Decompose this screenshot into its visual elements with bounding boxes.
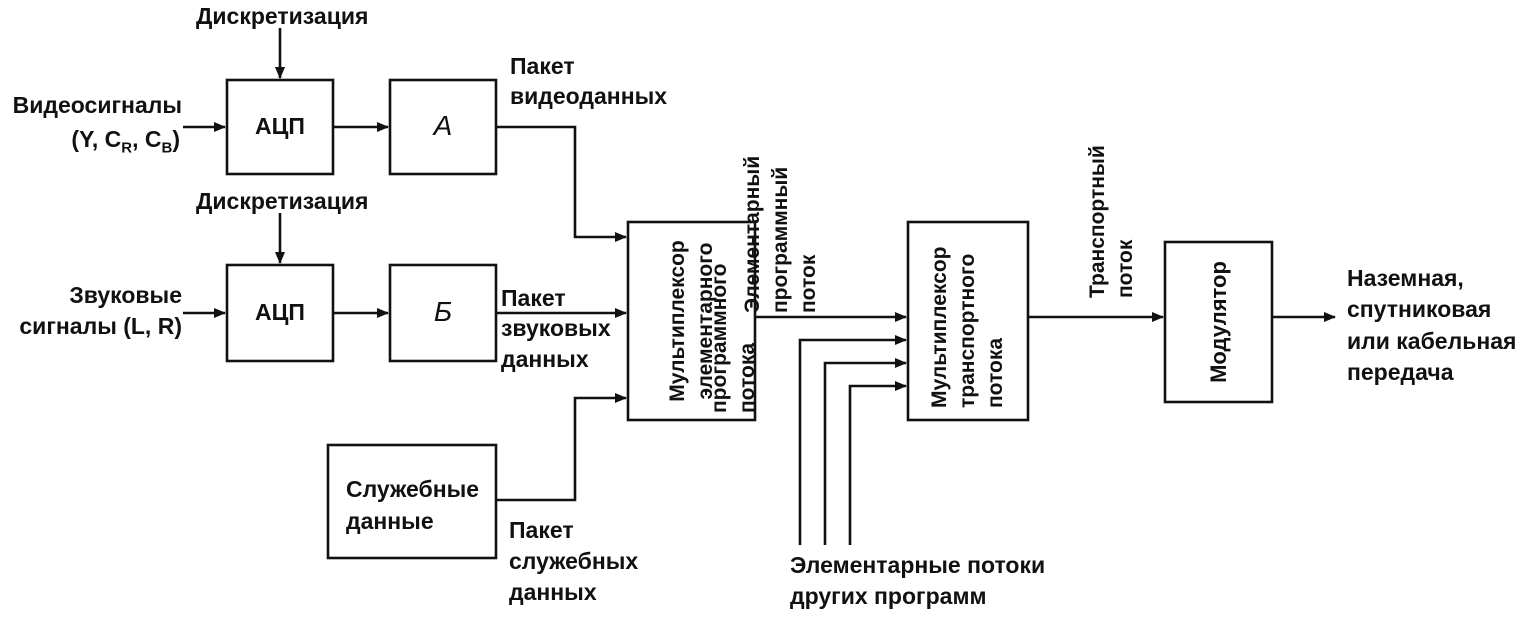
- arrow-service-packet: [496, 393, 627, 502]
- es-mux-box: [626, 220, 757, 422]
- output-label-1: Наземная,: [1347, 265, 1464, 291]
- audio-packet-label-2: звуковых: [501, 315, 611, 341]
- block-b-label: Б: [433, 296, 453, 327]
- video-signals-label: Видеосигналы: [12, 92, 182, 118]
- audio-signals-label-2: сигналы (L, R): [19, 313, 182, 339]
- block-a-label: А: [433, 110, 453, 141]
- video-packet-label-1: Пакет: [510, 53, 575, 79]
- other-streams-label-1: Элементарные потоки: [790, 552, 1046, 578]
- adc-video-label: АЦП: [255, 113, 305, 139]
- video-components-label: (Y, CR, CB): [71, 126, 180, 157]
- service-data-label-2: данные: [346, 508, 434, 534]
- sampling-bottom-label: Дискретизация: [196, 188, 369, 214]
- service-data-box: [326, 443, 498, 560]
- arrow-other-3: [848, 381, 907, 545]
- other-streams-label-2: других программ: [790, 583, 987, 609]
- output-label-2: спутниковая: [1347, 296, 1492, 322]
- audio-packet-label-3: данных: [501, 346, 589, 372]
- audio-packet-label-1: Пакет: [501, 285, 566, 311]
- service-data-label-1: Служебные: [346, 476, 480, 502]
- arrow-other-1: [798, 335, 907, 545]
- service-packet-label-3: данных: [509, 579, 597, 605]
- service-packet-label-2: служебных: [509, 548, 639, 574]
- ts-mux-box: [906, 220, 1030, 422]
- arrow-other-2: [823, 358, 907, 545]
- service-packet-label-1: Пакет: [509, 517, 574, 543]
- video-packet-label-2: видеоданных: [510, 83, 668, 109]
- audio-signals-label-1: Звуковые: [69, 282, 182, 308]
- modulator-label: Модулятор: [1205, 261, 1231, 383]
- output-label-4: передача: [1347, 359, 1454, 385]
- adc-audio-label: АЦП: [255, 299, 305, 325]
- modulator-box: [1163, 240, 1274, 404]
- output-label-3: или кабельная: [1347, 328, 1517, 354]
- sampling-top-label: Дискретизация: [196, 3, 369, 29]
- arrow-video-packet: [496, 125, 627, 242]
